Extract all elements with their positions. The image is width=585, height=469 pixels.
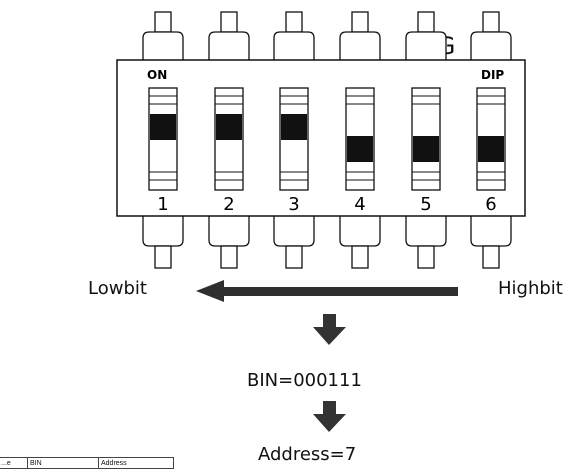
lowbit-label: Lowbit (88, 278, 147, 299)
bottom-pin (208, 214, 250, 269)
dip-switch-1: 1 (148, 87, 178, 215)
switch-number: 1 (157, 194, 168, 215)
switch-number: 6 (485, 194, 496, 215)
bottom-pin (142, 214, 184, 269)
switch-number: 3 (288, 194, 299, 215)
switch-number: 2 (223, 194, 234, 215)
address-table: ...e BIN Address (0, 457, 174, 469)
down-arrow-2 (313, 401, 346, 432)
binary-result: BIN=000111 (247, 370, 362, 391)
bottom-pin (470, 214, 512, 269)
on-label: ON (147, 68, 167, 82)
top-pin (142, 11, 184, 62)
dip-switch-3: 3 (279, 87, 309, 215)
down-arrow-1 (313, 314, 346, 345)
top-pin (470, 11, 512, 62)
dip-switch-2: 2 (214, 87, 244, 215)
bottom-pin (339, 214, 381, 269)
switch-knob (413, 136, 439, 162)
switch-knob (347, 136, 373, 162)
highbit-label: Highbit (498, 278, 563, 299)
top-pin (208, 11, 250, 62)
top-pin (405, 11, 447, 62)
switch-knob (150, 114, 176, 140)
dip-switch-4: 4 (345, 87, 375, 215)
top-pin (339, 11, 381, 62)
switch-knob (478, 136, 504, 162)
dip-switch-6: 6 (476, 87, 506, 215)
switch-number: 4 (354, 194, 365, 215)
dip-switch-body (116, 59, 526, 217)
dip-switch-5: 5 (411, 87, 441, 215)
address-result: Address=7 (258, 444, 357, 465)
switch-knob (281, 114, 307, 140)
switch-knob (216, 114, 242, 140)
bottom-pin (405, 214, 447, 269)
dip-label: DIP (481, 68, 504, 82)
switch-number: 5 (420, 194, 431, 215)
top-pin (273, 11, 315, 62)
bit-order-arrow (196, 280, 458, 302)
bottom-pin (273, 214, 315, 269)
